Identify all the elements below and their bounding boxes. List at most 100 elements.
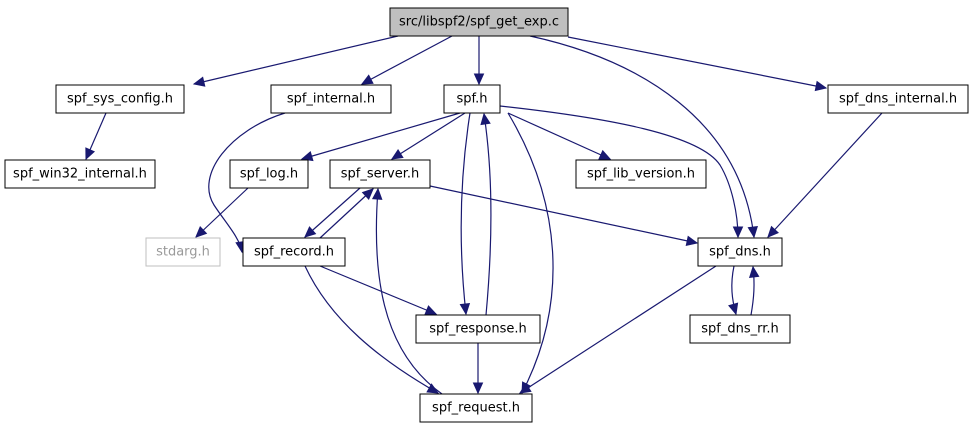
node-box [270,84,392,114]
node-box [419,393,533,423]
edge-arrowhead [459,302,471,316]
edge-line [507,112,611,160]
edge-arrowhead [518,382,532,394]
node-label: spf_sys_config.h [67,92,173,107]
edge-arrowhead [85,147,96,161]
edge-root-to-dns_internal [567,36,828,92]
node-server[interactable]: spf_server.h [329,159,431,189]
edge-record-to-response [319,265,438,315]
node-box [145,237,221,267]
edge-line [208,112,286,253]
nodes: src/libspf2/spf_get_exp.c spf_sys_config.… [4,7,969,423]
edge-request-to-server [371,187,443,395]
node-box [827,84,969,114]
edge-arrowhead [390,148,404,160]
edge-line [483,113,492,316]
edge-arrowhead [732,226,744,239]
node-spf[interactable]: spf.h [443,84,501,114]
node-stdarg: stdarg.h [145,237,221,267]
node-root[interactable]: src/libspf2/spf_get_exp.c [389,7,569,37]
node-box [443,84,501,114]
edge-arrowhead [371,187,383,200]
node-label: spf_dns_internal.h [839,92,957,107]
edge-line [319,265,437,315]
edge-root-to-sys_config [192,35,399,87]
edge-line [391,112,466,160]
edge-line [429,185,698,244]
edge-line [519,265,717,394]
node-label: spf_internal.h [287,92,375,107]
edge-arrowhead [747,225,758,239]
edge-spf-to-request [507,112,554,395]
node-record[interactable]: spf_record.h [242,237,346,267]
node-sys-config[interactable]: spf_sys_config.h [55,84,185,114]
edge-arrowhead [480,112,491,126]
node-win32[interactable]: spf_win32_internal.h [4,159,156,189]
node-label: spf_server.h [341,167,419,182]
edge-line [767,112,883,238]
edge-line [319,188,374,239]
node-label: stdarg.h [156,245,210,260]
edge-arrowhead [728,302,739,316]
edge-arrowhead [472,382,484,395]
node-box [389,7,569,37]
node-log[interactable]: spf_log.h [229,159,309,189]
node-box [415,314,541,344]
edge-line [567,36,827,89]
edge-arrowhead [685,235,699,246]
edge-spf-to-log [300,112,461,162]
edge-line [375,188,443,395]
node-box [4,159,156,189]
edge-line [304,265,439,394]
edge-line [195,187,249,238]
edge-log-to-stdarg [195,187,249,238]
edge-spf-to-dns [499,105,744,239]
edge-arrowhead [767,225,779,238]
node-label: spf_request.h [432,401,520,416]
node-box [55,84,185,114]
edge-spf-to-lib_version [507,112,612,160]
edge-record-to-server [319,188,374,239]
edge-arrowhead [598,149,612,160]
edge-root-to-dns [529,35,758,239]
edge-line [193,35,399,85]
node-box [242,237,346,267]
node-label: spf_dns_rr.h [701,322,779,337]
node-lib-version[interactable]: spf_lib_version.h [575,159,707,189]
edge-spf-to-server [390,112,466,160]
node-dns-internal[interactable]: spf_dns_internal.h [827,84,969,114]
edge-line [304,187,361,238]
node-label: spf_dns.h [709,245,771,260]
node-request[interactable]: spf_request.h [419,393,533,423]
node-dns-rr[interactable]: spf_dns_rr.h [689,314,791,344]
edge-arrowhead [426,383,440,394]
edge-root-to-internal [360,35,453,85]
node-label: spf_lib_version.h [587,167,695,182]
edge-arrowhead [473,73,485,86]
edge-line [529,35,755,238]
node-label: spf_record.h [254,245,334,260]
edge-dns-to-request [518,265,717,394]
edge-dns_rr-to-dns [748,265,760,316]
node-response[interactable]: spf_response.h [415,314,541,344]
node-internal[interactable]: spf_internal.h [270,84,392,114]
edge-spf-to-response [459,112,471,316]
edge-dns_internal-to-dns [767,112,883,238]
edge-arrowhead [360,74,374,85]
edge-arrowhead [300,151,314,162]
node-box [697,237,783,267]
node-dns[interactable]: spf_dns.h [697,237,783,267]
edge-arrowhead [192,76,206,87]
edge-line [507,112,554,394]
edge-root-to-spf [473,36,485,86]
node-box [575,159,707,189]
node-label: spf_response.h [429,322,527,337]
edge-response-to-request [472,343,484,395]
edge-sys_config-to-win32 [85,112,107,161]
edge-line [460,112,471,315]
node-box [689,314,791,344]
edge-arrowhead [748,265,760,279]
edge-line [499,105,739,238]
edge-arrowhead [304,226,317,238]
